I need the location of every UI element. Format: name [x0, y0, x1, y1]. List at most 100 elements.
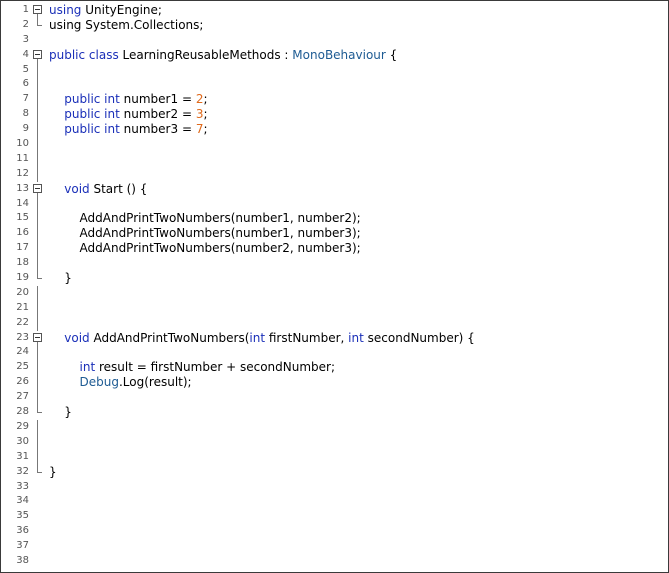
code-line[interactable]: 15 AddAndPrintTwoNumbers(number1, number… — [1, 211, 668, 227]
line-number: 33 — [16, 480, 29, 492]
number-token: 3 — [195, 107, 204, 122]
fold-end-icon — [33, 17, 45, 33]
code-line[interactable]: 27 — [1, 390, 668, 406]
line-number: 7 — [22, 93, 29, 105]
fold-guide — [33, 419, 45, 435]
code-line[interactable]: 22 — [1, 315, 668, 331]
fold-gutter — [33, 509, 45, 524]
fold-guide — [33, 256, 45, 272]
code-line[interactable]: 10 — [1, 137, 668, 152]
code-token: } — [49, 271, 72, 286]
code-token: AddAndPrintTwoNumbers( — [89, 330, 250, 345]
line-number: 13 — [16, 182, 29, 194]
line-number: 24 — [16, 346, 29, 358]
code-line[interactable]: 24 — [1, 345, 668, 361]
fold-guide — [33, 434, 45, 450]
code-token — [49, 107, 64, 121]
line-number: 21 — [16, 301, 29, 313]
code-line[interactable]: 25 int result = firstNumber + secondNumb… — [1, 360, 668, 376]
code-token: ; — [203, 122, 208, 137]
fold-guide — [33, 315, 45, 331]
code-line[interactable]: 36 — [1, 524, 668, 539]
code-text: public int number3 = 7; — [49, 122, 208, 137]
fold-guide — [33, 196, 45, 212]
code-line[interactable]: 38 — [1, 554, 668, 569]
code-token: number2 = — [119, 107, 196, 122]
line-number: 11 — [16, 152, 29, 164]
fold-guide — [33, 211, 45, 227]
code-line[interactable]: 16 AddAndPrintTwoNumbers(number1, number… — [1, 226, 668, 242]
fold-guide — [33, 151, 45, 167]
fold-guide — [33, 360, 45, 376]
code-line[interactable]: 35 — [1, 509, 668, 524]
code-token: AddAndPrintTwoNumbers(number2, number3); — [49, 241, 361, 256]
code-token: number1 = — [119, 92, 196, 107]
line-number: 12 — [16, 167, 29, 179]
fold-collapse-icon[interactable] — [33, 48, 45, 63]
fold-gutter — [33, 494, 45, 509]
code-line[interactable]: 7 public int number1 = 2; — [1, 92, 668, 108]
code-token: result = firstNumber + secondNumber; — [95, 360, 336, 375]
code-token: using System.Collections; — [49, 17, 204, 32]
line-number: 20 — [16, 286, 29, 298]
keyword-token: void — [64, 330, 90, 345]
code-line[interactable]: 28 } — [1, 405, 668, 420]
code-line[interactable]: 5 — [1, 62, 668, 78]
code-line[interactable]: 37 — [1, 539, 668, 554]
code-line[interactable]: 11 — [1, 151, 668, 167]
code-token: Start () { — [89, 181, 148, 196]
keyword-token: public int — [64, 107, 120, 122]
code-line[interactable]: 6 — [1, 77, 668, 93]
code-text: AddAndPrintTwoNumbers(number1, number2); — [49, 211, 361, 226]
code-text: } — [49, 405, 72, 420]
code-token: secondNumber) { — [363, 330, 475, 345]
code-token: number3 = — [119, 122, 196, 137]
code-line[interactable]: 20 — [1, 285, 668, 301]
code-line[interactable]: 34 — [1, 494, 668, 509]
line-number: 18 — [16, 257, 29, 269]
code-text: AddAndPrintTwoNumbers(number2, number3); — [49, 241, 361, 256]
fold-end-icon — [33, 271, 45, 286]
code-token: AddAndPrintTwoNumbers(number1, number2); — [49, 211, 361, 226]
code-line[interactable]: 14 — [1, 196, 668, 212]
keyword-token: public int — [64, 122, 120, 137]
code-line[interactable]: 26 Debug.Log(result); — [1, 375, 668, 391]
code-text: using System.Collections; — [49, 18, 203, 33]
code-line[interactable]: 17 AddAndPrintTwoNumbers(number2, number… — [1, 241, 668, 257]
code-line[interactable]: 13 void Start () { — [1, 182, 668, 197]
code-line[interactable]: 30 — [1, 434, 668, 450]
code-line[interactable]: 8 public int number2 = 3; — [1, 107, 668, 123]
fold-guide — [33, 449, 45, 465]
fold-guide — [33, 345, 45, 361]
code-line[interactable]: 18 — [1, 256, 668, 272]
code-line[interactable]: 9 public int number3 = 7; — [1, 122, 668, 138]
line-number: 27 — [16, 391, 29, 403]
code-text: int result = firstNumber + secondNumber; — [49, 360, 336, 375]
code-line[interactable]: 32} — [1, 464, 668, 480]
fold-collapse-icon[interactable] — [33, 3, 45, 18]
code-line[interactable]: 21 — [1, 300, 668, 316]
fold-gutter — [33, 524, 45, 539]
code-line[interactable]: 3 — [1, 33, 668, 48]
code-line[interactable]: 33 — [1, 480, 668, 495]
code-line[interactable]: 23 void AddAndPrintTwoNumbers(int firstN… — [1, 331, 668, 346]
keyword-token: public int — [64, 92, 120, 107]
fold-collapse-icon[interactable] — [33, 331, 45, 346]
code-line[interactable]: 19 } — [1, 271, 668, 286]
fold-collapse-icon[interactable] — [33, 182, 45, 197]
code-line[interactable]: 12 — [1, 166, 668, 182]
fold-guide — [33, 92, 45, 108]
code-line[interactable]: 29 — [1, 419, 668, 435]
line-number: 31 — [16, 450, 29, 462]
line-number: 15 — [16, 212, 29, 224]
code-token: firstNumber, — [265, 330, 349, 345]
code-line[interactable]: 31 — [1, 449, 668, 465]
line-number: 8 — [22, 108, 29, 120]
code-token: { — [385, 47, 398, 62]
code-token: UnityEngine; — [81, 3, 162, 17]
